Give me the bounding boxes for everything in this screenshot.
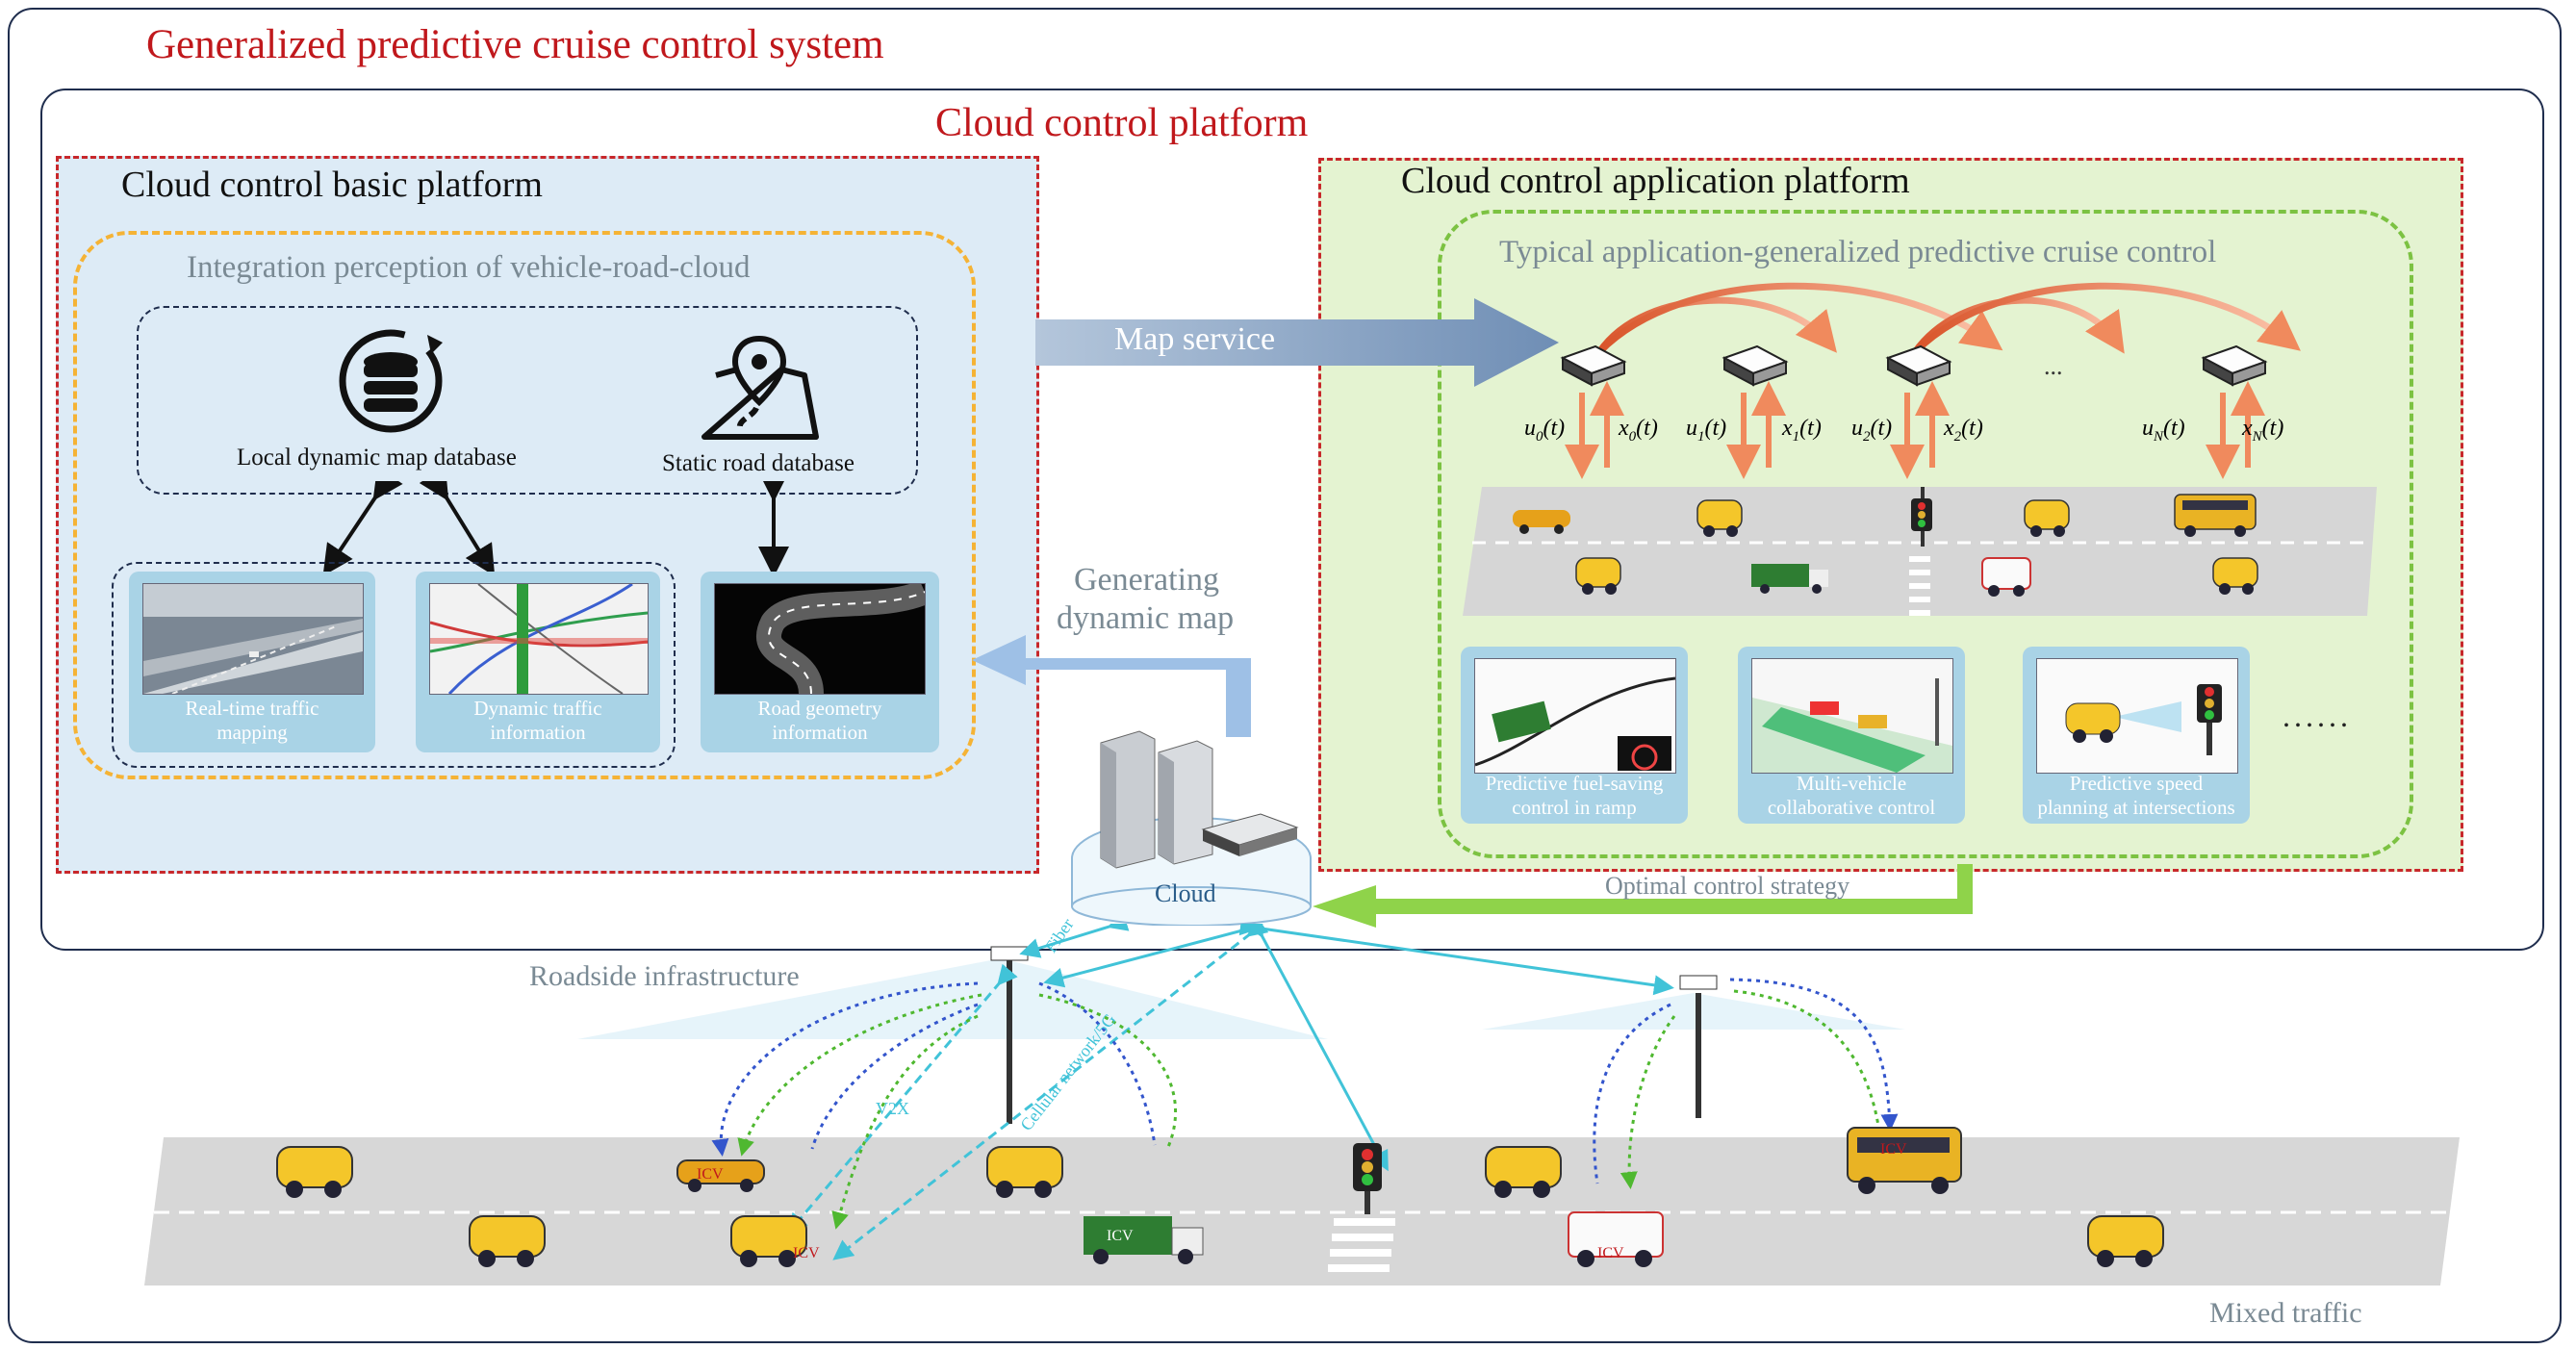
- chain-ellipsis: ...: [2044, 352, 2063, 380]
- basic-platform-panel: [56, 156, 1039, 874]
- predictive-control-chain: [1560, 282, 2301, 479]
- database-frame: [137, 306, 918, 495]
- local-dynamic-map-database-label: Local dynamic map database: [237, 445, 517, 471]
- tile-dynamic-traffic-information: Dynamic traffic information: [416, 572, 660, 752]
- optimal-control-label: Optimal control strategy: [1605, 872, 1850, 900]
- map-pin-icon: [701, 335, 819, 440]
- icv-label: ICV: [1597, 1245, 1624, 1261]
- map-service-label: Map service: [1114, 321, 1276, 357]
- integration-frame: [73, 231, 976, 779]
- icv-label: ICV: [697, 1166, 724, 1183]
- u0-label: u0(t): [1524, 416, 1566, 445]
- multi-vehicle-image: [1751, 658, 1953, 774]
- application-platform-title: Cloud control application platform: [1401, 161, 1910, 201]
- connector-arrows: [322, 481, 789, 577]
- tile-multi-vehicle-collaborative: Multi-vehicle collaborative control: [1738, 647, 1965, 824]
- dynamic-map-label: dynamic map: [1057, 600, 1235, 636]
- icv-label: ICV: [793, 1245, 820, 1261]
- static-road-database-label: Static road database: [662, 450, 854, 476]
- cloud-platform-title: Cloud control platform: [935, 101, 1309, 145]
- basic-platform-title: Cloud control basic platform: [121, 165, 543, 205]
- tile-label: Real-time traffic mapping: [185, 697, 319, 744]
- typical-application-frame: [1438, 210, 2413, 858]
- xn-label: xN(t): [2242, 416, 2284, 445]
- u1-label: u1(t): [1686, 416, 1727, 445]
- roadside-label: Roadside infrastructure: [529, 960, 800, 992]
- x2-label: x2(t): [1944, 416, 1983, 445]
- dynamic-traffic-image: [429, 583, 649, 695]
- mixed-traffic-label: Mixed traffic: [2209, 1297, 2362, 1329]
- fuel-saving-image: [1474, 658, 1676, 774]
- x1-label: x1(t): [1782, 416, 1822, 445]
- generating-dynamic-map-arrow: [972, 635, 1251, 737]
- typical-application-title: Typical application-generalized predicti…: [1499, 235, 2217, 269]
- application-road: [1463, 487, 2377, 616]
- more-applications: ......: [2283, 699, 2352, 733]
- cloud-label: Cloud: [1155, 879, 1216, 907]
- road-geometry-image: [714, 583, 926, 695]
- traffic-mapping-image: [142, 583, 364, 695]
- cloud-server-icon: [1071, 730, 1312, 926]
- speed-planning-image: [2036, 658, 2238, 774]
- mixed-traffic-road: [144, 924, 2460, 1285]
- tile-label: Predictive speed planning at intersectio…: [2037, 772, 2235, 819]
- tile-real-time-traffic-mapping: Real-time traffic mapping: [129, 572, 375, 752]
- tile-road-geometry-information: Road geometry information: [701, 572, 939, 752]
- u2-label: u2(t): [1851, 416, 1893, 445]
- optimal-control-arrow: [1313, 864, 1973, 928]
- tile-label: Multi-vehicle collaborative control: [1767, 772, 1936, 819]
- tile-label: Road geometry information: [757, 697, 882, 744]
- un-label: uN(t): [2142, 416, 2185, 445]
- system-frame: [8, 8, 2562, 1343]
- generating-label: Generating: [1074, 562, 1220, 598]
- system-title: Generalized predictive cruise control sy…: [146, 22, 884, 67]
- x0-label: x0(t): [1619, 416, 1658, 445]
- tile-label: Dynamic traffic information: [473, 697, 602, 744]
- integration-title: Integration perception of vehicle-road-c…: [187, 250, 751, 285]
- tile-predictive-fuel-saving: Predictive fuel-saving control in ramp: [1461, 647, 1688, 824]
- tile-predictive-speed-planning: Predictive speed planning at intersectio…: [2023, 647, 2250, 824]
- database-icon: [339, 329, 443, 433]
- v2x-label: V2X: [876, 1099, 909, 1118]
- map-service-arrow: [1035, 298, 1559, 387]
- tile-label: Predictive fuel-saving control in ramp: [1485, 772, 1664, 819]
- icv-label: ICV: [1107, 1228, 1134, 1244]
- tiles-frame: [112, 562, 676, 768]
- icv-label: ICV: [1880, 1141, 1907, 1158]
